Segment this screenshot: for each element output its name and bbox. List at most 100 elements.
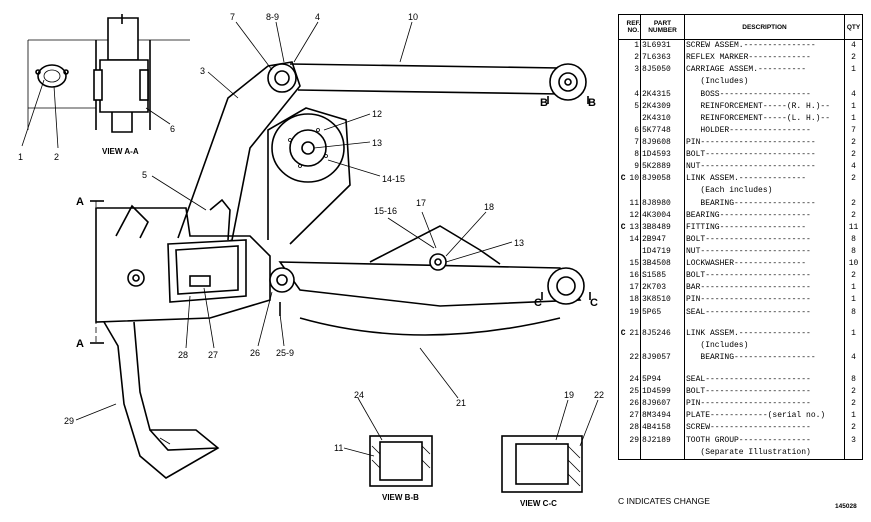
row-description: BOLT----------------------- (686, 150, 816, 160)
row-description: BOLT---------------------- (686, 387, 811, 397)
row-qty: 11 (844, 221, 863, 234)
row-part-number: 5P94 (640, 373, 685, 387)
row-part-number: 8J8980 (640, 197, 685, 210)
row-description: PLATE------------(serial no.) (686, 411, 826, 421)
callout-28: 28 (178, 350, 188, 360)
callout-7: 7 (230, 12, 235, 22)
row-change-flag (619, 185, 627, 197)
row-ref-no: 27 (626, 410, 641, 423)
view-aa-label: VIEW A-A (102, 147, 139, 156)
row-qty: 1 (844, 112, 863, 125)
row-part-number: 5K7748 (640, 124, 685, 137)
row-change-flag (619, 210, 627, 222)
section-b-left: B (540, 97, 548, 109)
row-ref-no: 22 (626, 352, 641, 365)
upper-link-assembly (267, 63, 587, 101)
row-qty: 1 (844, 410, 863, 423)
callout-3: 3 (200, 66, 205, 76)
row-qty: 2 (844, 386, 863, 399)
row-ref-no: 25 (626, 386, 641, 399)
row-change-flag (619, 282, 627, 294)
row-part-number: 2K4315 (640, 88, 685, 101)
row-ref-no (626, 245, 641, 259)
row-qty: 2 (844, 398, 863, 411)
row-change-flag (619, 149, 627, 161)
row-ref-no: 21 (626, 328, 641, 341)
row-change-flag (619, 410, 627, 422)
row-description: SCREW--------------------- (686, 423, 811, 433)
row-change-flag (619, 246, 627, 258)
row-description: PIN----------------------- (686, 295, 811, 305)
header-ref-no: REF. NO. (626, 14, 641, 40)
leader-lines (21, 21, 599, 457)
reflex-marker-icon (37, 64, 67, 88)
row-part-number: S1585 (640, 270, 685, 283)
row-ref-no (626, 112, 641, 125)
row-change-flag (619, 76, 627, 88)
row-change-flag: C (620, 329, 626, 339)
row-change-flag (619, 234, 627, 246)
row-qty (844, 185, 863, 198)
row-description: NUT----------------------- (686, 247, 811, 256)
callout-14-15: 14-15 (382, 174, 405, 184)
row-ref-no: 9 (626, 161, 641, 174)
row-ref-no: 8 (626, 149, 641, 162)
row-ref-no (626, 364, 641, 374)
row-change-flag (619, 258, 627, 270)
row-change-flag (619, 125, 627, 137)
callout-25-9: 25-9 (276, 348, 294, 358)
callout-26: 26 (250, 348, 260, 358)
row-change-flag (619, 113, 627, 125)
row-description: CARRIAGE ASSEM.---------- (686, 65, 807, 75)
row-qty (844, 340, 863, 353)
row-part-number: 1D4719 (640, 245, 685, 259)
section-a-top: A (76, 196, 84, 208)
row-qty: 8 (844, 245, 863, 259)
row-part-number (640, 185, 685, 198)
row-description: PIN------------------------ (686, 138, 816, 148)
view-cc-section (501, 435, 583, 493)
row-qty: 8 (844, 306, 863, 319)
callout-15-16: 15-16 (374, 206, 397, 216)
callout-6: 6 (170, 124, 175, 134)
row-ref-no: 13 (626, 221, 641, 234)
row-description: REINFORCEMENT-----(R. H.)-- (686, 101, 831, 111)
row-part-number: 2B947 (640, 233, 685, 246)
row-qty: 3 (844, 434, 863, 447)
parts-list-row (619, 318, 863, 329)
row-change-flag (619, 52, 627, 64)
row-qty: 10 (844, 258, 863, 271)
row-qty: 2 (844, 136, 863, 150)
row-change-flag (619, 307, 627, 319)
row-qty (844, 364, 863, 374)
view-aa-inset (27, 14, 190, 133)
row-qty: 4 (844, 352, 863, 365)
row-qty (844, 446, 863, 460)
row-description: LINK ASSEM.--------------- (686, 329, 811, 339)
row-description: (Includes) (686, 77, 749, 87)
parts-list-row: 2K4310 REINFORCEMENT-----(L. H.)--1 (619, 112, 863, 125)
row-description: LOCKWASHER--------------- (686, 259, 807, 269)
row-part-number: 2K4310 (640, 112, 685, 125)
callout-21: 21 (456, 398, 466, 408)
callout-19: 19 (564, 390, 574, 400)
row-qty: 4 (844, 39, 863, 53)
row-part-number: 8J9058 (640, 173, 685, 186)
row-change-flag (619, 161, 627, 173)
row-part-number: 5K2889 (640, 161, 685, 174)
